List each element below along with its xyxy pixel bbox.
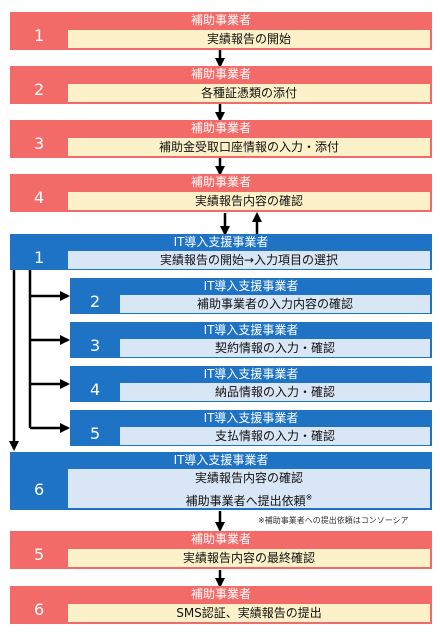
step-number: 6 <box>34 600 45 619</box>
role-label: 補助事業者 <box>190 587 251 601</box>
vendor-step-5: IT導入支援事業者 5 支払情報の入力・確認 <box>70 410 432 446</box>
step-text-line1: 実績報告内容の確認 <box>194 471 303 485</box>
role-label: 補助事業者 <box>190 175 251 189</box>
vendor-step-3: IT導入支援事業者 3 契約情報の入力・確認 <box>70 322 432 358</box>
step-text-line2: 補助事業者へ提出依頼※ <box>68 488 430 511</box>
step-number: 3 <box>34 134 45 153</box>
step-text: 補助事業者の入力内容の確認 <box>120 295 430 313</box>
step-text: 各種証憑類の添付 <box>68 84 430 102</box>
vendor-step-2: IT導入支援事業者 2 補助事業者の入力内容の確認 <box>70 278 432 314</box>
supporter-step-4: 補助事業者 4 実績報告内容の確認 <box>10 174 432 212</box>
role-label: 補助事業者 <box>190 532 251 546</box>
supporter-step-5: 補助事業者 5 実績報告内容の最終確認 <box>10 531 432 569</box>
step-number: 1 <box>34 248 45 267</box>
role-label: IT導入支援事業者 <box>203 279 299 293</box>
role-label: IT導入支援事業者 <box>173 235 269 249</box>
supporter-step-6: 補助事業者 6 SMS認証、実績報告の提出 <box>10 586 432 624</box>
step-number: 3 <box>90 336 101 355</box>
step-text: 契約情報の入力・確認 <box>120 339 430 357</box>
role-label: 補助事業者 <box>190 67 251 81</box>
step-text: 実績報告内容の確認 <box>68 192 430 210</box>
footnote: ※補助事業者への提出依頼はコンソーシア <box>258 516 409 525</box>
step-number: 4 <box>90 380 101 399</box>
step-text: 支払情報の入力・確認 <box>120 427 430 445</box>
step-text-line2-main: 補助事業者へ提出依頼 <box>185 494 306 508</box>
vendor-step-6: IT導入支援事業者 6 実績報告内容の確認 補助事業者へ提出依頼※ <box>10 452 432 510</box>
step-number: 4 <box>34 188 45 207</box>
step-number: 1 <box>34 26 45 45</box>
vendor-step-1: IT導入支援事業者 1 実績報告の開始→入力項目の選択 <box>10 234 432 270</box>
step-number: 5 <box>34 545 45 564</box>
step-text: SMS認証、実績報告の提出 <box>68 604 430 622</box>
step-number: 6 <box>34 480 45 499</box>
step-number: 2 <box>90 292 101 311</box>
supporter-step-3: 補助事業者 3 補助金受取口座情報の入力・添付 <box>10 120 432 158</box>
step-text: 納品情報の入力・確認 <box>120 383 430 401</box>
step-number: 5 <box>90 424 101 443</box>
step-text: 実績報告の開始→入力項目の選択 <box>68 251 430 269</box>
footnote-mark: ※ <box>305 493 313 502</box>
role-label: IT導入支援事業者 <box>173 453 269 467</box>
role-label: IT導入支援事業者 <box>203 323 299 337</box>
step-text: 実績報告内容の確認 補助事業者へ提出依頼※ <box>68 469 430 508</box>
vendor-step-4: IT導入支援事業者 4 納品情報の入力・確認 <box>70 366 432 402</box>
step-text: 実績報告の開始 <box>68 30 430 48</box>
step-text: 補助金受取口座情報の入力・添付 <box>68 138 430 156</box>
step-text: 実績報告内容の最終確認 <box>68 549 430 567</box>
step-number: 2 <box>34 80 45 99</box>
role-label: IT導入支援事業者 <box>203 411 299 425</box>
role-label: 補助事業者 <box>190 121 251 135</box>
role-label: IT導入支援事業者 <box>203 367 299 381</box>
supporter-step-1: 補助事業者 1 実績報告の開始 <box>10 12 432 50</box>
role-label: 補助事業者 <box>190 13 251 27</box>
supporter-step-2: 補助事業者 2 各種証憑類の添付 <box>10 66 432 104</box>
